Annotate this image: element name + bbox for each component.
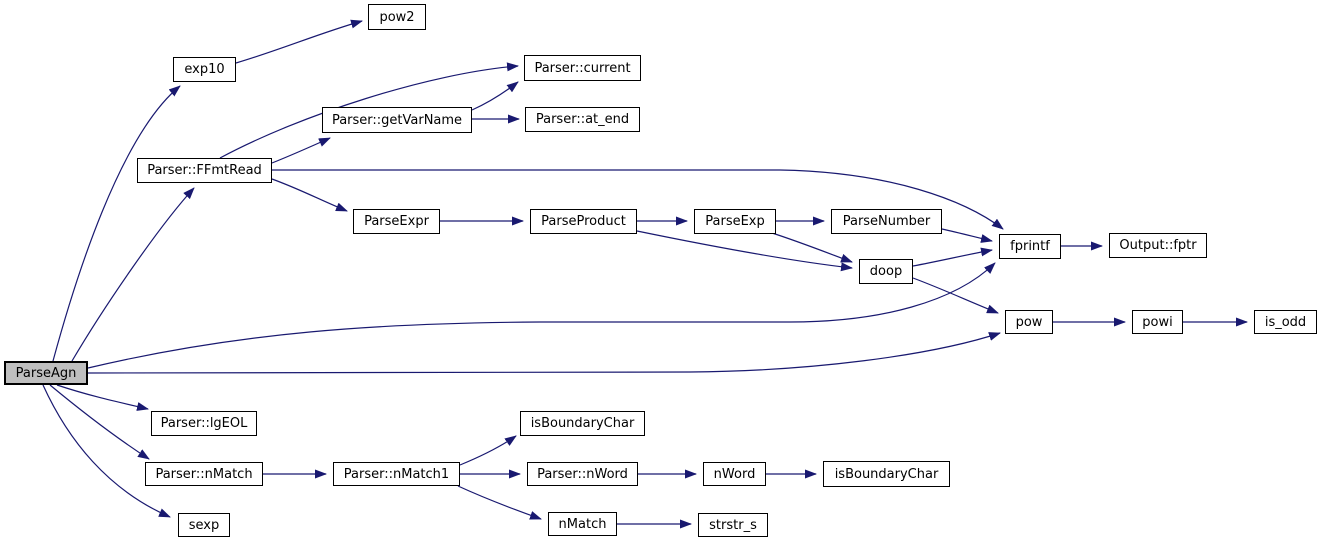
node-getvarname[interactable]: Parser::getVarName	[322, 107, 472, 133]
edge-nmatch1-isboundarychar1	[459, 435, 517, 466]
node-parsenumber[interactable]: ParseNumber	[831, 209, 942, 234]
node-parser-nword[interactable]: Parser::nWord	[527, 462, 638, 486]
node-current[interactable]: Parser::current	[524, 55, 641, 81]
node-parseproduct[interactable]: ParseProduct	[530, 209, 637, 234]
edge-doop-pow	[912, 277, 999, 314]
node-isboundarychar-1[interactable]: isBoundaryChar	[520, 411, 645, 436]
edge-parseproduct-doop	[636, 230, 853, 272]
node-exp10[interactable]: exp10	[173, 57, 236, 82]
edge-parseagn-exp10	[52, 85, 181, 362]
node-ffmtread[interactable]: Parser::FFmtRead	[137, 158, 272, 183]
edge-parsenumber-fprintf	[941, 228, 993, 243]
node-parseexp[interactable]: ParseExp	[694, 209, 776, 234]
node-doop[interactable]: doop	[859, 259, 913, 284]
node-at-end[interactable]: Parser::at_end	[525, 107, 640, 132]
node-output-fptr[interactable]: Output::fptr	[1109, 233, 1207, 258]
edge-parseexp-doop	[771, 232, 853, 263]
edge-getvarname-current	[471, 81, 519, 111]
edge-parseagn-fprintf	[87, 262, 996, 369]
node-is-odd[interactable]: is_odd	[1254, 310, 1317, 334]
node-pow2[interactable]: pow2	[368, 4, 426, 30]
node-strstr-s[interactable]: strstr_s	[698, 513, 768, 537]
node-nword[interactable]: nWord	[703, 462, 766, 486]
edge-exp10-pow2	[235, 19, 363, 64]
edge-parseagn-sexp	[42, 384, 171, 518]
node-isboundarychar-2[interactable]: isBoundaryChar	[823, 461, 950, 487]
edge-parseagn-nmatch	[49, 384, 150, 460]
node-nmatch1[interactable]: Parser::nMatch1	[333, 462, 460, 486]
node-pow[interactable]: pow	[1005, 310, 1053, 334]
edge-nmatch1-nmatch	[457, 485, 542, 520]
node-fprintf[interactable]: fprintf	[999, 234, 1061, 259]
edge-parseagn-lgeol	[56, 384, 149, 411]
node-powi[interactable]: powi	[1132, 310, 1183, 334]
node-nmatch[interactable]: nMatch	[548, 512, 617, 536]
edge-ffmtread-getvarname	[271, 137, 331, 164]
edge-parseagn-ffmtread	[71, 187, 195, 362]
node-parser-nmatch[interactable]: Parser::nMatch	[145, 462, 263, 486]
edge-ffmtread-current	[219, 62, 519, 159]
edge-ffmtread-fprintf	[272, 169, 1004, 230]
node-parseexpr[interactable]: ParseExpr	[353, 209, 440, 234]
edge-doop-fprintf	[912, 247, 993, 267]
edge-ffmtread-parseexpr	[271, 178, 348, 212]
edge-parseagn-pow	[87, 332, 1001, 374]
node-sexp[interactable]: sexp	[178, 513, 230, 537]
node-parseagn: ParseAgn	[4, 361, 88, 385]
node-lgeol[interactable]: Parser::lgEOL	[151, 411, 257, 436]
